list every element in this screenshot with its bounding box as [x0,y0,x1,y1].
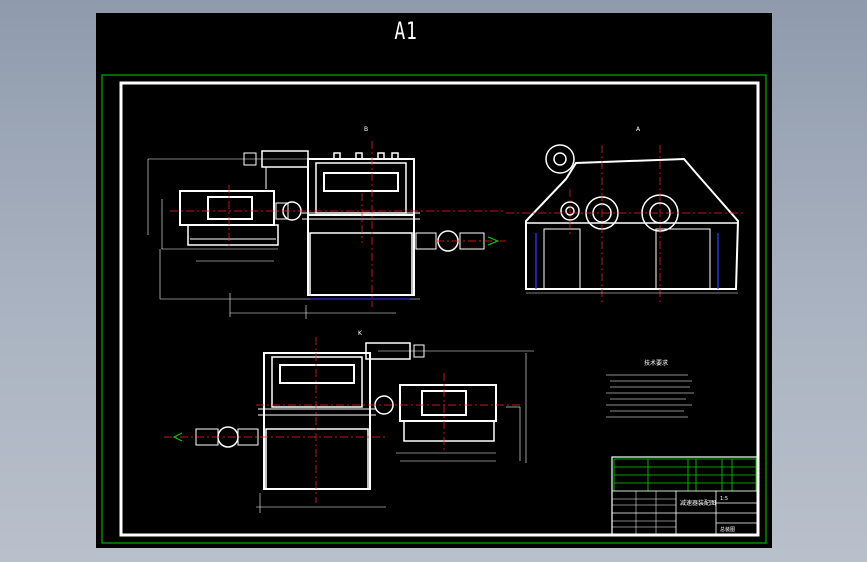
sheet-size-label: A1 [394,17,418,45]
front-view-label: B [364,126,368,133]
top-view-label: K [358,330,363,337]
scale-value: 1:5 [720,496,728,502]
front-view: B [147,126,506,319]
title-block: 减速器装配图 1:5 总装图 [611,456,759,536]
outer-frame [101,74,767,544]
side-view: A [506,126,746,303]
top-view: K [164,330,534,513]
cad-drawing: B [101,74,767,544]
sheet-number: 总装图 [720,526,735,533]
inner-frame [119,81,760,537]
side-view-label: A [636,126,641,133]
drawing-canvas[interactable]: A1 B [96,13,772,548]
technical-requirements-title: 技术要求 [644,360,669,367]
drawing-name: 减速器装配图 [680,499,716,507]
